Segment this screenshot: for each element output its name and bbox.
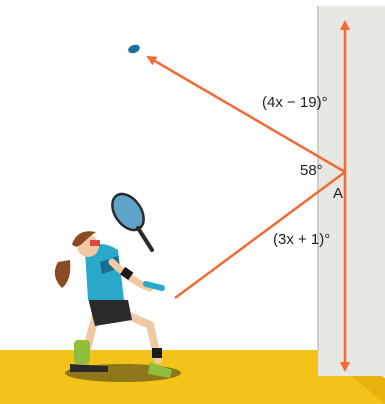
racket-head xyxy=(111,192,145,232)
upper-angle-label: (4x − 19)° xyxy=(262,94,328,111)
lower-angle-label: (3x + 1)° xyxy=(273,231,331,248)
wall xyxy=(317,6,385,376)
outgoing-ray xyxy=(146,55,346,174)
middle-angle-label: 58° xyxy=(300,162,323,179)
player-figure xyxy=(54,192,181,382)
incoming-ray xyxy=(174,170,346,300)
racket-handle xyxy=(136,226,154,252)
floor xyxy=(0,350,385,404)
point-a-label: A xyxy=(333,185,344,202)
ball xyxy=(128,44,140,54)
